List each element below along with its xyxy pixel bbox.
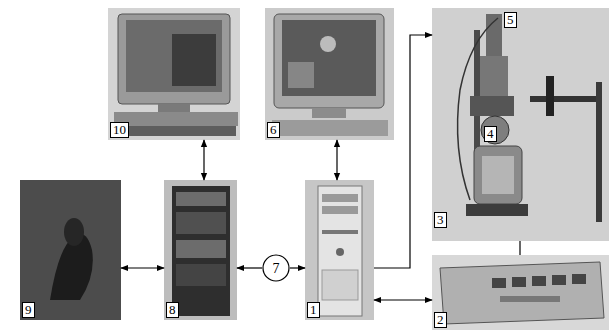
callout-number: 8 <box>166 302 179 318</box>
photo-panel: 8 <box>164 180 237 320</box>
circle-shape <box>263 255 289 281</box>
callout-number: 6 <box>267 122 280 138</box>
photo-panel: 2 <box>432 255 609 330</box>
callout-number: 4 <box>484 126 497 142</box>
callout-number: 5 <box>504 12 517 28</box>
microscope-photo <box>432 8 609 241</box>
connector-arrow <box>121 267 164 268</box>
connector-arrow <box>374 299 432 300</box>
photo-panel: 1 <box>305 180 374 320</box>
network-circle: 7 <box>262 254 290 282</box>
callout-number: 9 <box>22 302 35 318</box>
callout-number: 3 <box>434 212 447 228</box>
connector-arrow <box>374 35 432 268</box>
photo-panel: 6 <box>265 8 394 140</box>
connector-arrow <box>290 267 305 268</box>
callout-number: 10 <box>110 122 129 138</box>
callout-number: 7 <box>273 261 280 276</box>
connector-arrow <box>237 267 262 268</box>
connector-arrow <box>336 140 337 180</box>
photo-panel: 10 <box>108 8 240 140</box>
photo-panel: 9 <box>20 180 121 320</box>
callout-number: 2 <box>434 312 447 328</box>
rack-photo <box>164 180 237 320</box>
sample-photo <box>20 180 121 320</box>
computer-photo <box>305 180 374 320</box>
controller-photo <box>432 255 609 330</box>
monitor-photo <box>265 8 394 140</box>
connector-arrow <box>203 140 204 180</box>
connector-arrow <box>519 241 520 255</box>
photo-panel: 5 4 3 <box>432 8 609 241</box>
monitor-photo <box>108 8 240 140</box>
callout-number: 1 <box>307 302 320 318</box>
